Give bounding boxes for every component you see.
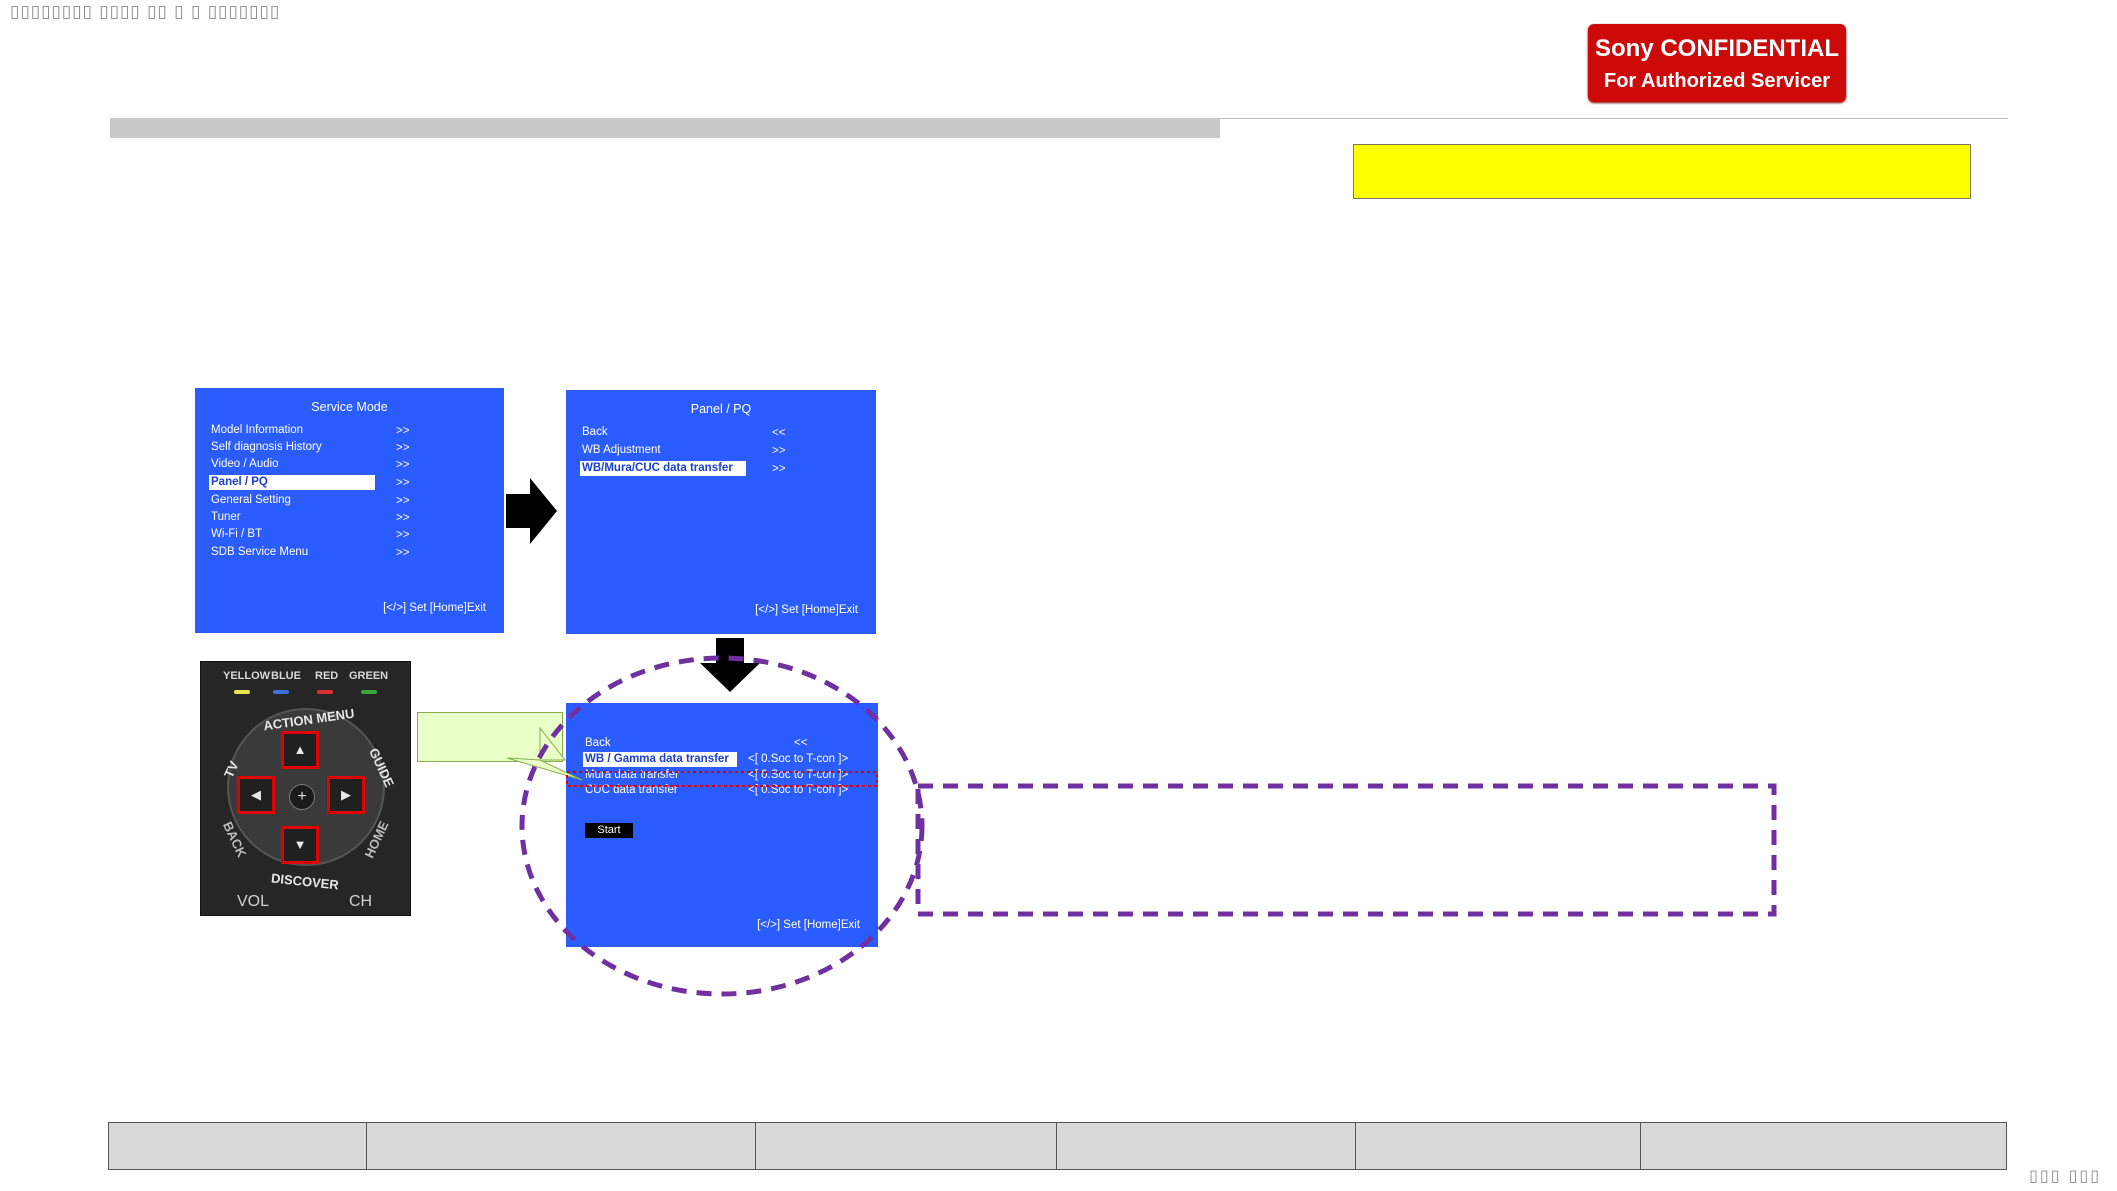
- menu-item-panel-pq[interactable]: Panel / PQ: [209, 475, 375, 490]
- red-label: RED: [315, 670, 339, 682]
- vol-label: VOL: [237, 893, 270, 910]
- menu-item-video-audio[interactable]: Video / Audio: [209, 457, 281, 472]
- highlight-box: [1353, 144, 1971, 199]
- transfer-direction-select[interactable]: <[ 0.Soc to T-con ]>: [748, 753, 849, 765]
- menu-item-sdb-service[interactable]: SDB Service Menu: [209, 545, 310, 560]
- menu-item-label: WB Adjustment: [582, 444, 661, 456]
- submenu-arrow: >>: [396, 529, 410, 541]
- submenu-arrow: >>: [396, 512, 410, 524]
- menu-item-wb-adjustment[interactable]: WB Adjustment: [580, 443, 663, 458]
- menu-item-label: Back: [582, 426, 608, 438]
- menu-item-model-information[interactable]: Model Information: [209, 423, 305, 438]
- dpad-left-button[interactable]: ◀: [237, 776, 275, 814]
- menu-item-general-setting[interactable]: General Setting: [209, 493, 293, 508]
- back-arrow: <<: [794, 737, 808, 749]
- authorized-servicer-label: For Authorized Servicer: [1604, 70, 1830, 92]
- focus-circle: [519, 655, 925, 997]
- menu-item-label: WB/Mura/CUC data transfer: [580, 461, 746, 476]
- start-button[interactable]: Start: [585, 823, 633, 838]
- blue-led-icon: [273, 690, 289, 694]
- menu-item-label: Self diagnosis History: [211, 441, 322, 453]
- table-cell: [1640, 1122, 2007, 1170]
- submenu-arrow: >>: [396, 495, 410, 507]
- table-cell: [1355, 1122, 1641, 1170]
- dpad-up-button[interactable]: ▲: [281, 731, 319, 769]
- menu-item-wb-gamma-transfer[interactable]: WB / Gamma data transfer: [583, 752, 737, 767]
- menu-item-back[interactable]: Back: [583, 736, 613, 751]
- menu-item-label: General Setting: [211, 494, 291, 506]
- mura-highlight-line: [566, 771, 878, 787]
- menu-item-label: Back: [585, 737, 611, 749]
- menu-item-back[interactable]: Back: [580, 425, 610, 440]
- green-led-icon: [361, 690, 377, 694]
- section-bar: [110, 118, 1220, 138]
- screen-footer-hint: [</>] Set [Home]Exit: [383, 602, 486, 614]
- submenu-arrow: >>: [396, 425, 410, 437]
- callout-tail: [539, 726, 567, 761]
- menu-item-mura-transfer[interactable]: Mura data transfer: [583, 768, 681, 783]
- screen-footer-hint: [</>] Set [Home]Exit: [757, 919, 860, 931]
- submenu-arrow: >>: [396, 477, 410, 489]
- confidential-badge: Sony CONFIDENTIAL For Authorized Service…: [1588, 24, 1846, 102]
- menu-item-label: Mura data transfer: [585, 769, 679, 781]
- yellow-led-icon: [234, 690, 250, 694]
- service-mode-screen: Service Mode Model Information Self diag…: [195, 388, 504, 633]
- menu-item-label: SDB Service Menu: [211, 546, 309, 558]
- submenu-arrow: >>: [772, 463, 786, 475]
- table-cell: [755, 1122, 1057, 1170]
- green-label: GREEN: [349, 670, 389, 682]
- page-number: ▯▯▯ ▯▯▯: [2029, 1166, 2101, 1185]
- red-led-icon: [317, 690, 333, 694]
- submenu-arrow: >>: [772, 445, 786, 457]
- menu-item-label: Video / Audio: [211, 458, 279, 470]
- menu-item-label: Wi-Fi / BT: [211, 528, 263, 540]
- menu-item-tuner[interactable]: Tuner: [209, 510, 243, 525]
- screen-footer-hint: [</>] Set [Home]Exit: [755, 604, 858, 616]
- menu-item-label: WB / Gamma data transfer: [583, 752, 737, 767]
- remote-control-image: YELLOW BLUE RED GREEN ACTION MENU TV GUI…: [200, 661, 411, 916]
- blue-label: BLUE: [271, 670, 301, 682]
- down-arrow-icon: [700, 638, 760, 692]
- table-cell: [1056, 1122, 1356, 1170]
- table-row: [108, 1122, 2007, 1170]
- dpad-down-button[interactable]: ▼: [281, 826, 319, 864]
- data-transfer-screen: Back << WB / Gamma data transfer <[ 0.So…: [566, 703, 878, 947]
- back-arrow: <<: [772, 427, 786, 439]
- yellow-label: YELLOW: [223, 670, 271, 682]
- screen-title: Panel / PQ: [690, 402, 752, 416]
- callout-tail-pointer: [506, 757, 583, 781]
- ch-label: CH: [349, 893, 373, 910]
- menu-item-label: Model Information: [211, 424, 304, 436]
- menu-item-wifi-bt[interactable]: Wi-Fi / BT: [209, 527, 264, 542]
- submenu-arrow: >>: [396, 459, 410, 471]
- submenu-arrow: >>: [396, 442, 410, 454]
- table-cell: [108, 1122, 367, 1170]
- confidential-label: Sony CONFIDENTIAL: [1595, 35, 1839, 62]
- dpad-center-button[interactable]: +: [289, 784, 315, 810]
- screen-title: Service Mode: [311, 400, 388, 414]
- note-box: [915, 783, 1777, 917]
- dpad-right-button[interactable]: ▶: [327, 776, 365, 814]
- menu-item-self-diagnosis[interactable]: Self diagnosis History: [209, 440, 324, 455]
- right-arrow-icon: [506, 478, 557, 544]
- footer-table: [108, 1122, 2007, 1170]
- table-cell: [366, 1122, 756, 1170]
- menu-item-wb-mura-cuc-transfer[interactable]: WB/Mura/CUC data transfer: [580, 461, 746, 476]
- menu-item-label: Panel / PQ: [209, 475, 375, 490]
- document-title: ▯▯▯▯▯▯▯▯ ▯▯▯▯ ▯▯ ▯ ▯ ▯▯▯▯▯▯▯: [10, 2, 281, 22]
- panel-pq-screen: Panel / PQ Back WB Adjustment WB/Mura/CU…: [566, 390, 876, 634]
- submenu-arrow: >>: [396, 547, 410, 559]
- menu-item-label: Tuner: [211, 511, 241, 523]
